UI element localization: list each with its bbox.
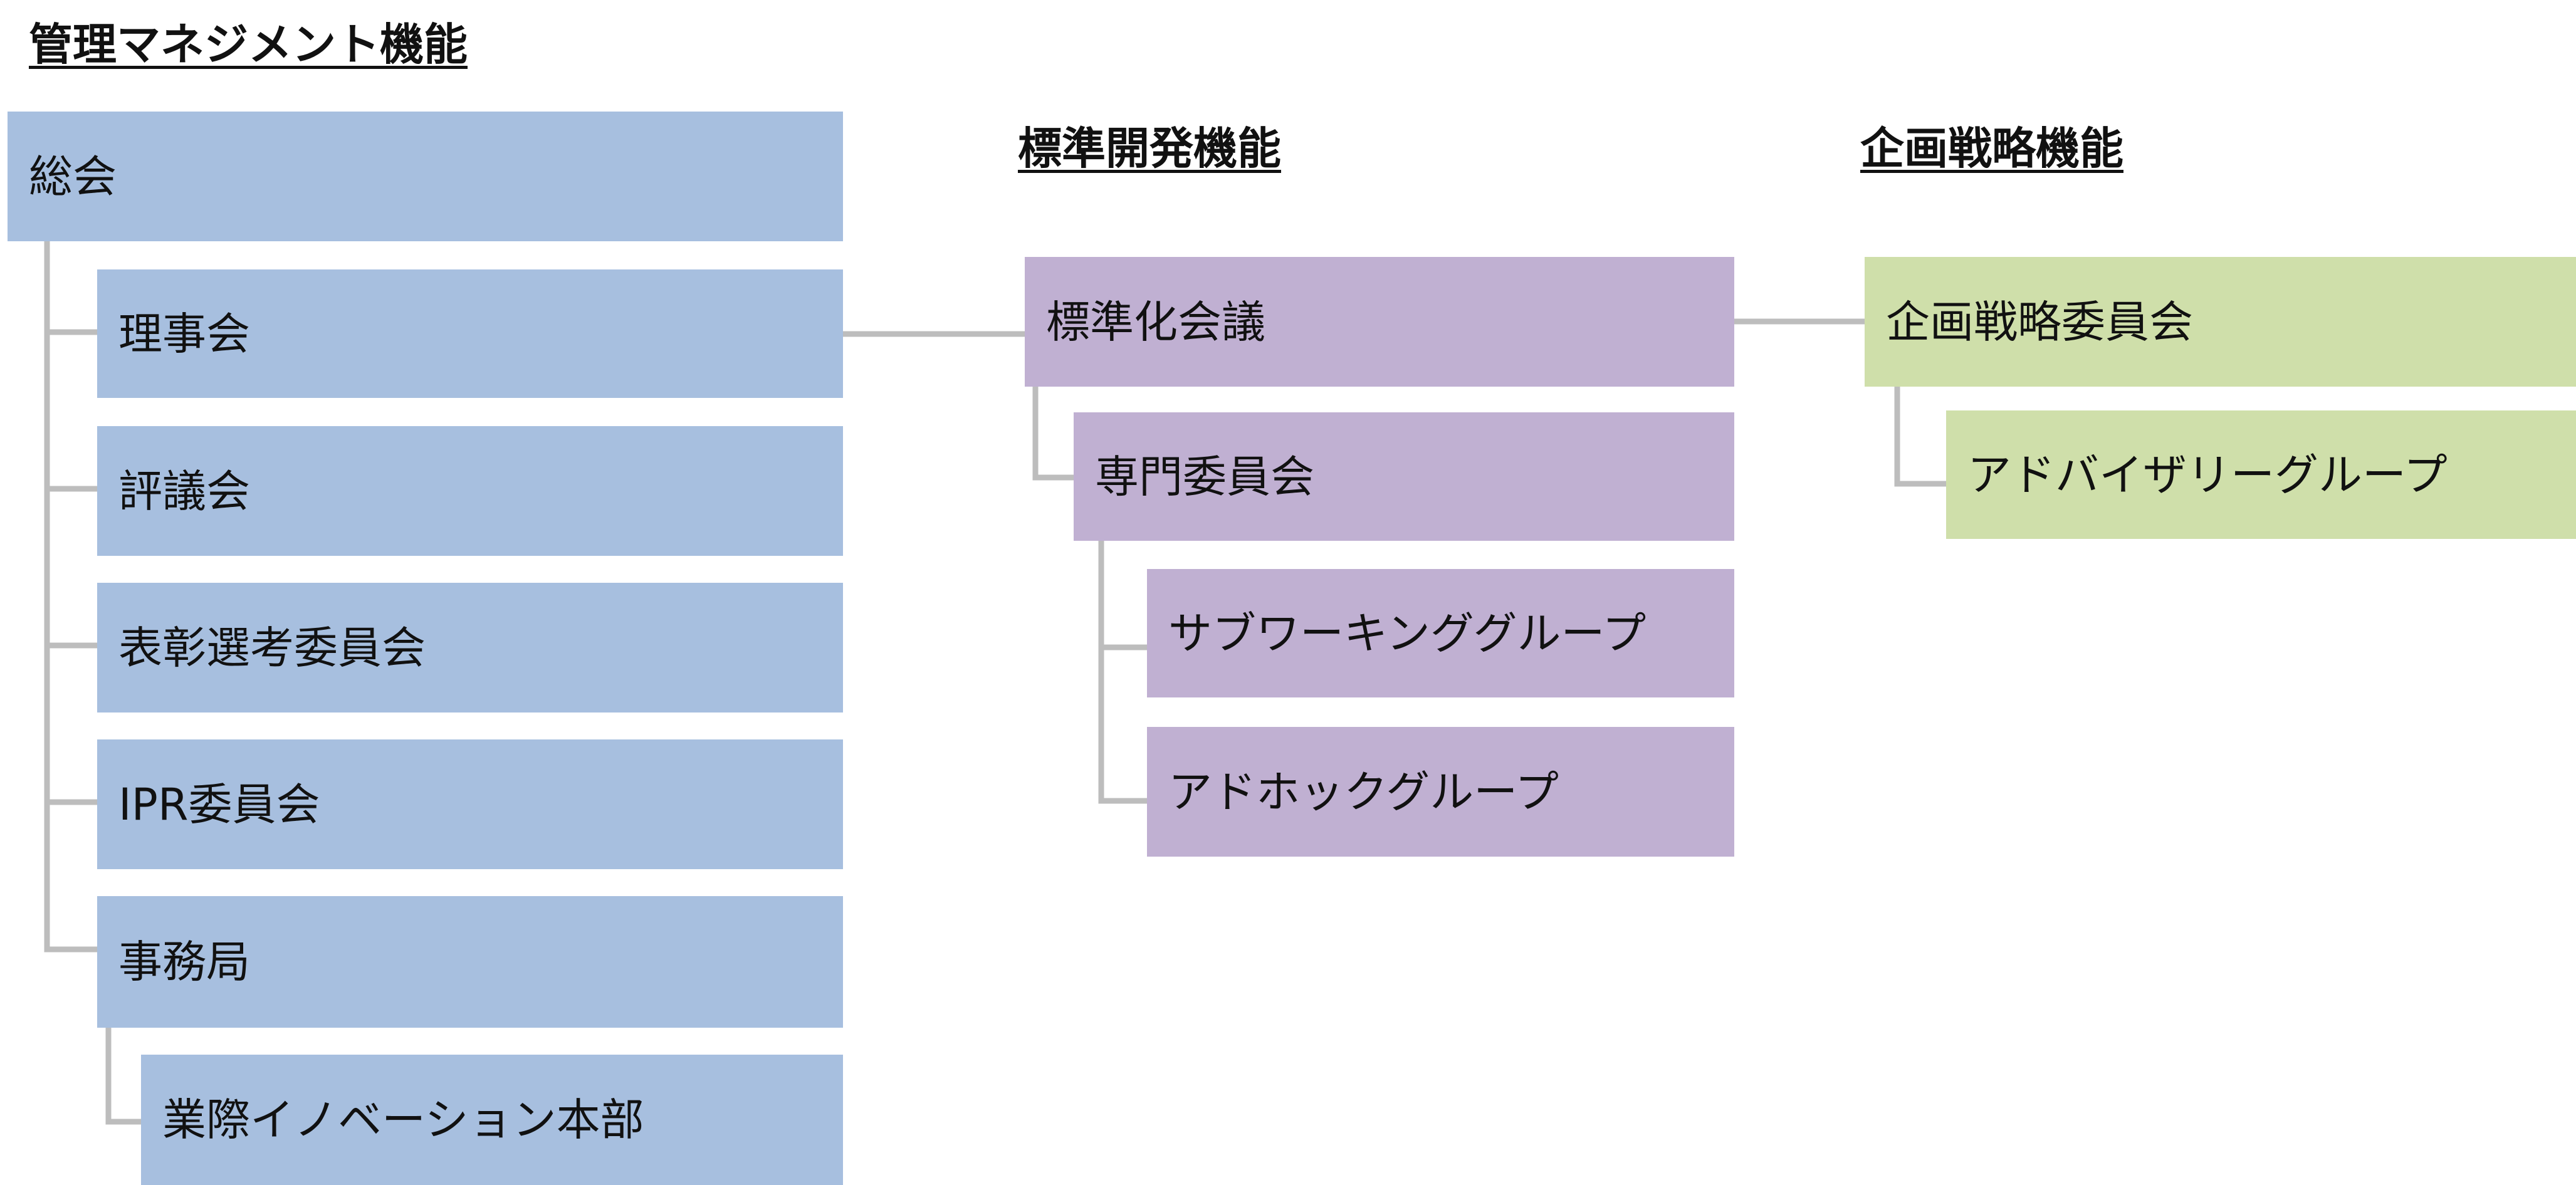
board-box: 理事会 (97, 269, 843, 398)
advisory-group-box: アドバイザリーグループ (1946, 410, 2576, 539)
advisory-group-label: アドバイザリーグループ (1967, 449, 2448, 501)
innovation-hq-box: 業際イノベーション本部 (141, 1055, 843, 1185)
secretariat-box: 事務局 (97, 896, 843, 1028)
standardization-council-label: 標準化会議 (1046, 296, 1265, 348)
strategy-committee-box: 企画戦略委員会 (1865, 257, 2576, 387)
management-heading: 管理マネジメント機能 (29, 19, 468, 70)
adhoc-group-box: アドホックグループ (1147, 727, 1734, 857)
technical-committee-label: 専門委員会 (1095, 451, 1314, 503)
planning-heading: 企画戦略機能 (1860, 123, 2123, 174)
sub-working-group-label: サブワーキンググループ (1168, 607, 1647, 659)
strategy-committee-label: 企画戦略委員会 (1886, 296, 2193, 348)
general-assembly-box: 総会 (8, 112, 843, 241)
technical-committee-box: 専門委員会 (1074, 412, 1734, 541)
sub-working-group-box: サブワーキンググループ (1147, 569, 1734, 697)
awards-committee-label: 表彰選考委員会 (118, 622, 426, 674)
council-label: 評議会 (118, 465, 250, 517)
adhoc-group-label: アドホックグループ (1168, 766, 1559, 818)
secretariat-label: 事務局 (118, 936, 250, 988)
innovation-hq-label: 業際イノベーション本部 (162, 1094, 644, 1146)
standardization-council-box: 標準化会議 (1025, 257, 1734, 387)
board-label: 理事会 (118, 308, 250, 360)
council-box: 評議会 (97, 426, 843, 556)
ipr-committee-box: IPR委員会 (97, 739, 843, 869)
awards-committee-box: 表彰選考委員会 (97, 583, 843, 713)
general-assembly-label: 総会 (29, 150, 117, 202)
ipr-committee-label: IPR委員会 (118, 778, 320, 830)
standards-heading: 標準開発機能 (1018, 123, 1281, 174)
